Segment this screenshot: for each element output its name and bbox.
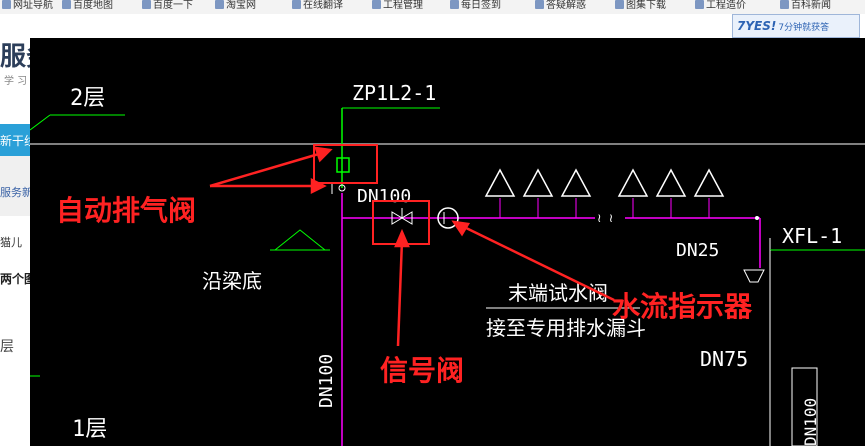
nav-tab[interactable]: 新干线 [0, 124, 36, 156]
floor1-label: 1层 [72, 417, 107, 442]
dn100-vertical-label: DN100 [316, 354, 337, 408]
dn25-label: DN25 [676, 240, 719, 261]
sprinkler-drops [499, 198, 710, 218]
bookmark-item[interactable]: 答疑解惑 [535, 0, 586, 14]
bookmark-icon [450, 0, 459, 9]
bookmark-item[interactable]: 每日签到 [450, 0, 501, 14]
bookmark-icon [292, 0, 301, 9]
bookmark-item[interactable]: 百科新闻 [780, 0, 831, 14]
right-joint [755, 216, 759, 220]
bookmark-item[interactable]: 在线翻译 [292, 0, 343, 14]
site-subtitle: 学 习 交 [4, 76, 41, 87]
bookmark-icon [62, 0, 71, 9]
bookmark-item[interactable]: 百度一下 [142, 0, 193, 14]
flow-indicator-annotation: 水流指示器 [612, 290, 753, 323]
floor2-label: 2层 [70, 86, 105, 111]
side-link[interactable]: 服务新 [0, 186, 33, 199]
floor2-leader-tick [30, 114, 51, 131]
beam-triangle [273, 229, 327, 251]
beam-bottom-label: 沿梁底 [202, 269, 262, 293]
bookmark-icon [372, 0, 381, 9]
user-name[interactable]: 猫儿 [0, 236, 22, 249]
page-fragment: 层 [0, 339, 14, 355]
cad-drawing-window: ≀ ≀ [30, 38, 865, 446]
ad-banner[interactable]: 7YES!7分钟就获答 [732, 14, 860, 38]
air-valve-symbol [336, 157, 350, 173]
drain-funnel-label: 接至专用排水漏斗 [486, 316, 646, 340]
test-valve-label: 末端试水阀 [508, 281, 608, 305]
xfl-label: XFL-1 [782, 224, 842, 248]
side-panel [0, 156, 30, 216]
bookmark-icon [695, 0, 704, 9]
dn100-label: DN100 [357, 186, 411, 207]
annotation-arrows [209, 146, 615, 347]
bookmark-item[interactable]: 工程造价 [695, 0, 746, 14]
bookmark-icon [535, 0, 544, 9]
bookmark-item[interactable]: 淘宝网 [215, 0, 256, 14]
bookmark-icon [2, 0, 11, 9]
bookmarks-bar: 网址导航 百度地图 百度一下 淘宝网 在线翻译 工程管理 每日签到 答疑解惑 图… [0, 0, 865, 15]
air-valve-annotation: 自动排气阀 [56, 194, 196, 227]
dn100-right-label: DN100 [801, 398, 820, 446]
joint-circle [338, 184, 346, 192]
pipe-id-label: ZP1L2-1 [352, 81, 436, 105]
bookmark-item[interactable]: 网址导航 [2, 0, 53, 14]
right-pipe-box [791, 367, 818, 446]
bookmark-item[interactable]: 百度地图 [62, 0, 113, 14]
flow-indicator-symbol [437, 207, 459, 229]
bookmark-icon [142, 0, 151, 9]
bookmark-icon [780, 0, 789, 9]
break-mark: ≀ ≀ [597, 211, 613, 225]
bookmark-icon [215, 0, 224, 9]
signal-valve-annotation: 信号阀 [380, 354, 464, 387]
cad-canvas: ≀ ≀ [30, 81, 865, 446]
drain-funnel-symbol [743, 269, 765, 283]
air-valve-highlight [313, 144, 378, 184]
signal-valve-right [401, 211, 413, 225]
ad-text: 7分钟就获答 [778, 23, 830, 33]
ad-brand: 7YES! [737, 19, 777, 33]
question-title[interactable]: 两个图 [0, 272, 37, 286]
sprinkler-heads [484, 168, 725, 197]
dn75-label: DN75 [700, 347, 748, 371]
bookmark-item[interactable]: 工程管理 [372, 0, 423, 14]
bookmark-item[interactable]: 图集下载 [615, 0, 666, 14]
signal-valve-left [391, 211, 403, 225]
bookmark-icon [615, 0, 624, 9]
